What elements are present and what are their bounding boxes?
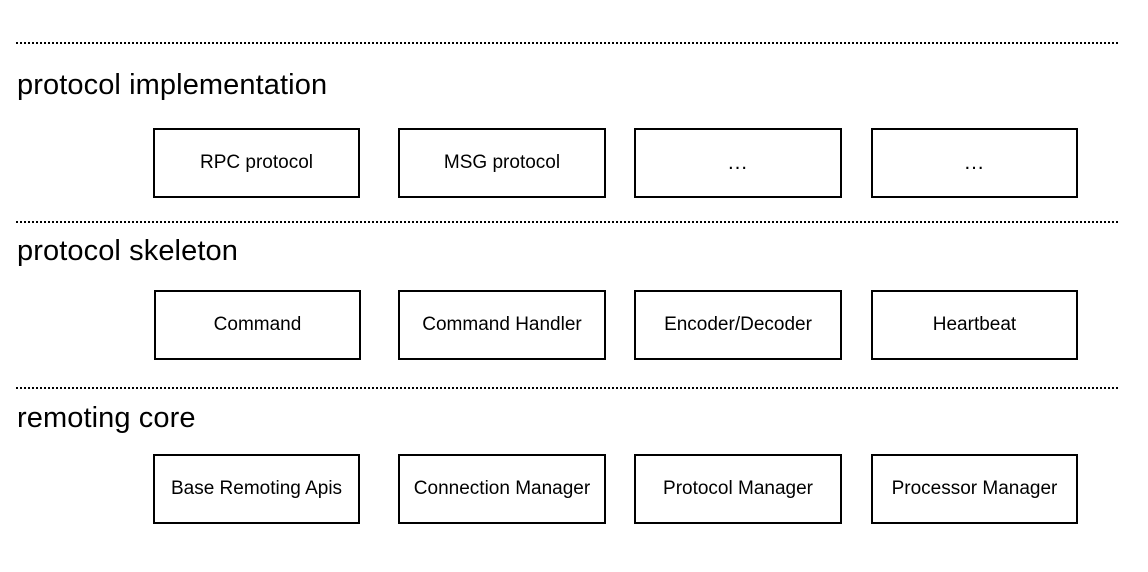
box-base-remoting-apis[interactable]: Base Remoting Apis: [153, 454, 360, 524]
box-label: Encoder/Decoder: [664, 314, 812, 335]
box-encoder-decoder[interactable]: Encoder/Decoder: [634, 290, 842, 360]
layer-title-protocol-implementation: protocol implementation: [17, 69, 328, 101]
box-command[interactable]: Command: [154, 290, 361, 360]
box-msg-protocol[interactable]: MSG protocol: [398, 128, 606, 198]
layer-title-remoting-core: remoting core: [17, 402, 196, 434]
box-processor-manager[interactable]: Processor Manager: [871, 454, 1078, 524]
box-protocol-placeholder-1[interactable]: …: [634, 128, 842, 198]
box-heartbeat[interactable]: Heartbeat: [871, 290, 1078, 360]
box-command-handler[interactable]: Command Handler: [398, 290, 606, 360]
box-label: Command: [213, 314, 302, 335]
box-label-ellipsis: …: [963, 151, 986, 174]
box-label: RPC protocol: [200, 152, 313, 173]
box-label: Connection Manager: [413, 478, 591, 499]
box-protocol-manager[interactable]: Protocol Manager: [634, 454, 842, 524]
layer-title-protocol-skeleton: protocol skeleton: [17, 235, 238, 267]
layer-row-protocol-skeleton: Command Command Handler Encoder/Decoder …: [0, 290, 1148, 360]
box-label-ellipsis: …: [727, 151, 749, 174]
section-divider-top: [16, 42, 1118, 44]
box-label: Protocol Manager: [663, 478, 813, 499]
box-protocol-placeholder-2[interactable]: …: [871, 128, 1078, 198]
box-label: Heartbeat: [932, 314, 1017, 335]
box-label: Command Handler: [422, 314, 582, 335]
section-divider-bottom: [16, 387, 1118, 389]
box-rpc-protocol[interactable]: RPC protocol: [153, 128, 360, 198]
box-label: Processor Manager: [891, 478, 1058, 499]
section-divider-middle: [16, 221, 1118, 223]
box-label: MSG protocol: [443, 152, 561, 173]
layer-row-remoting-core: Base Remoting Apis Connection Manager Pr…: [0, 454, 1148, 524]
box-connection-manager[interactable]: Connection Manager: [398, 454, 606, 524]
box-label: Base Remoting Apis: [170, 478, 343, 499]
layer-row-protocol-implementation: RPC protocol MSG protocol … …: [0, 128, 1148, 198]
